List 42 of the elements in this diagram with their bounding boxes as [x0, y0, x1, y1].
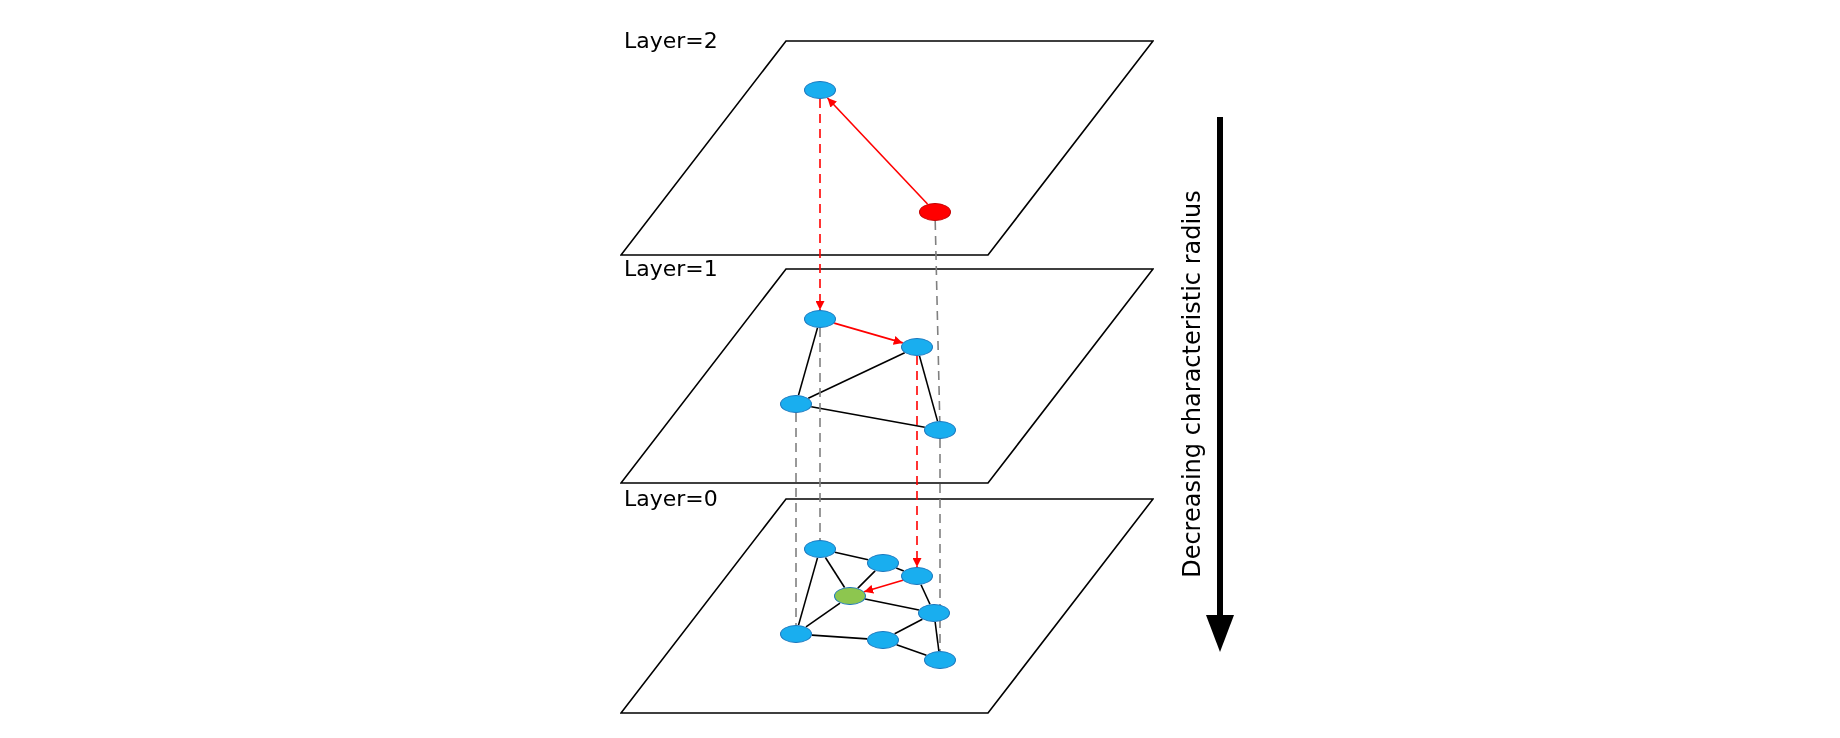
graph-node — [804, 540, 836, 558]
layer-label: Layer=2 — [624, 28, 718, 54]
axis-label: Decreasing characteristic radius — [1178, 190, 1206, 578]
graph-node — [834, 587, 866, 605]
edge-line — [797, 557, 819, 626]
edge-line — [810, 405, 926, 429]
graph-node — [919, 203, 951, 221]
dashed-connector — [912, 355, 922, 568]
edge-line — [893, 618, 924, 635]
graph-node — [924, 421, 956, 439]
graph-node — [804, 310, 836, 328]
edge-line — [920, 583, 931, 606]
graph-node — [867, 631, 899, 649]
edge-line — [934, 621, 940, 652]
graph-node — [780, 395, 812, 413]
dashed-connector — [815, 98, 825, 311]
edge-line — [918, 355, 939, 422]
graph-node — [780, 625, 812, 643]
arrow — [863, 579, 904, 594]
graph-node — [924, 651, 956, 669]
graph-node — [918, 604, 950, 622]
graph-node — [901, 567, 933, 585]
layer-label: Layer=1 — [624, 256, 718, 282]
edge-line — [824, 556, 846, 589]
graph-node — [804, 81, 836, 99]
arrow — [826, 97, 929, 205]
edge-line — [797, 327, 819, 396]
edge-line — [807, 351, 906, 400]
edge-line — [895, 643, 928, 657]
edge-line — [834, 551, 869, 561]
edge-line — [805, 602, 841, 628]
graph-node — [901, 338, 933, 356]
dashed-connector — [819, 327, 821, 541]
dashed-connector — [934, 220, 941, 422]
dashed-connector — [795, 412, 797, 626]
edge-line — [857, 570, 876, 589]
layer-label: Layer=0 — [624, 486, 718, 512]
graph-node — [867, 554, 899, 572]
edge-line — [864, 598, 920, 611]
dashed-connector — [939, 438, 941, 652]
arrow — [833, 322, 904, 345]
edge-line — [811, 634, 868, 640]
